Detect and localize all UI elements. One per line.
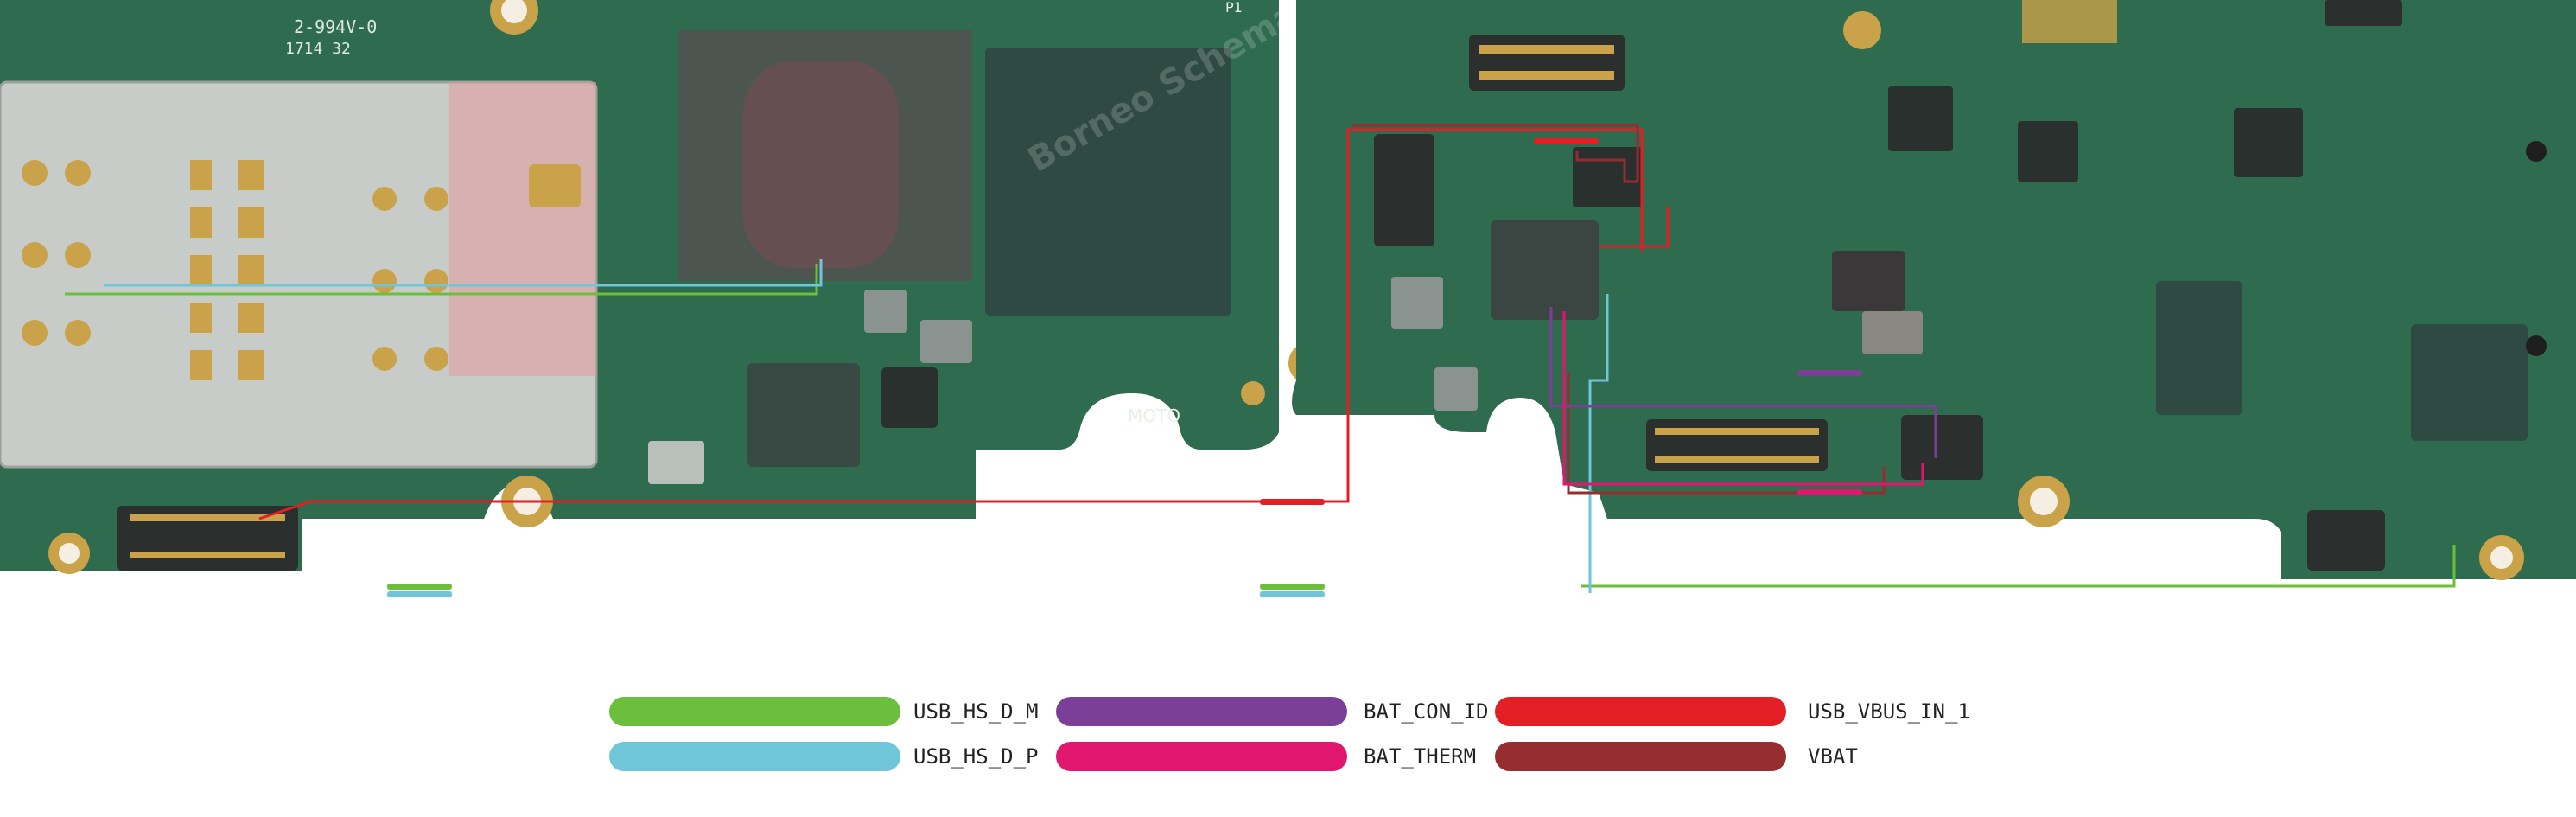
trace-vbat-2 [1567, 372, 1886, 495]
net-tag [1797, 370, 1862, 376]
net-tag [1260, 591, 1325, 597]
net-tag [387, 584, 452, 590]
trace-usb-hs-d-m [65, 264, 818, 296]
trace-vbat [1352, 124, 1639, 183]
legend-swatch-bat-therm [1056, 742, 1347, 771]
legend-label-vbat: VBAT [1808, 744, 1858, 769]
silkscreen-chip-marking: 2-994V-0 [294, 16, 377, 37]
pmic-chip [1491, 220, 1599, 320]
trace-usb-hs-d-p [104, 259, 823, 287]
legend-swatch-usb-hs-d-m [609, 697, 900, 726]
net-tag [1260, 499, 1325, 505]
legend-label-bat-con-id: BAT_CON_ID [1364, 699, 1489, 724]
top-connector [1469, 35, 1625, 91]
sim-contact-pads [22, 160, 581, 380]
trace-usb-hs-d-p-right [1588, 294, 1609, 593]
legend-swatch-usb-vbus-in-1 [1495, 697, 1786, 726]
trace-usb-vbus-in-1-b [1599, 207, 1670, 248]
net-tag [1260, 584, 1325, 590]
legend-label-bat-therm: BAT_THERM [1364, 744, 1477, 769]
left-board: 2-994V-0 1714 32 MOTO P1 Borneo Schemati… [0, 0, 1364, 574]
right-board [1292, 0, 2576, 580]
silkscreen-p1: P1 [1225, 0, 1243, 16]
legend-label-usb-vbus-in-1: USB_VBUS_IN_1 [1808, 699, 1970, 724]
legend-swatch-vbat [1495, 742, 1786, 771]
trace-bat-therm [1562, 311, 1924, 486]
legend-swatch-bat-con-id [1056, 697, 1347, 726]
silkscreen-moto: MOTO [1128, 405, 1180, 426]
net-tag [1797, 489, 1862, 495]
trace-bat-con-id [1549, 307, 1937, 458]
legend-label-usb-hs-d-p: USB_HS_D_P [913, 744, 1039, 769]
battery-connector [1646, 419, 1828, 471]
trace-usb-vbus-in-1 [258, 128, 1644, 520]
legend-label-usb-hs-d-m: USB_HS_D_M [913, 699, 1039, 724]
net-tag [387, 591, 452, 597]
net-tag [1534, 138, 1599, 144]
legend-swatch-usb-hs-d-p [609, 742, 900, 771]
memory-chip [985, 48, 1231, 316]
net-traces [65, 124, 2456, 593]
silkscreen-chip-code: 1714 32 [285, 40, 351, 58]
trace-usb-hs-d-m-right [1581, 545, 2456, 588]
